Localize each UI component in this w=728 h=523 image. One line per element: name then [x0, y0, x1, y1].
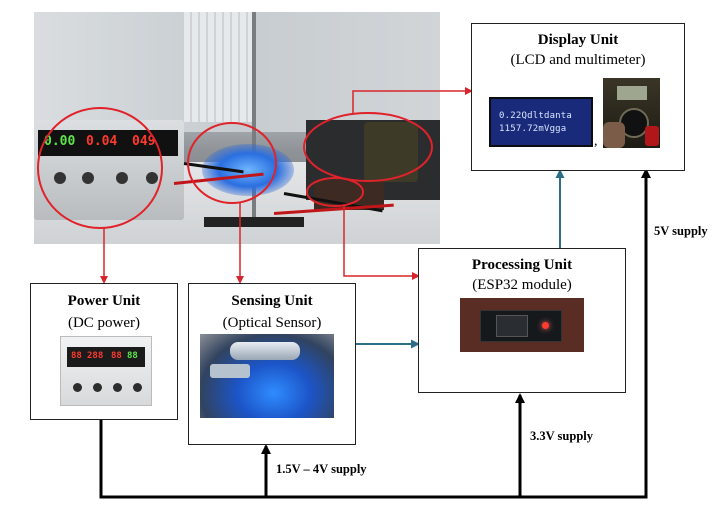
lcd-line-1: 0.22Qdltdanta: [499, 111, 573, 121]
photo-knob: [146, 172, 158, 184]
circle-display: [303, 112, 433, 182]
photo-readout-right: 049: [132, 134, 156, 149]
multimeter-probe: [645, 126, 659, 146]
dc-power-knob: [113, 383, 122, 392]
optical-sensor-image: [200, 334, 334, 418]
circle-power: [37, 107, 163, 229]
dc-power-panel: [67, 347, 145, 367]
photo-blue-glow: [202, 144, 294, 196]
photo-readout-mid: 0.04: [86, 134, 118, 149]
label-3v3-supply: 3.3V supply: [530, 429, 593, 443]
multimeter-screen: [617, 86, 647, 100]
photo-knob: [54, 172, 66, 184]
sensor-tube: [230, 342, 300, 360]
photo-window: [184, 12, 254, 122]
esp32-led: [542, 322, 549, 329]
sensing-unit-title: Sensing Unit: [231, 293, 313, 309]
sensing-unit-subtitle: (Optical Sensor): [222, 315, 322, 331]
label-5v-supply: 5V supply: [654, 224, 708, 238]
processing-unit-subtitle: (ESP32 module): [472, 277, 572, 293]
arrow-to-processing-unit: [343, 206, 420, 280]
dc-power-seg: 288: [87, 351, 104, 361]
photo-knob: [116, 172, 128, 184]
circle-sensor: [187, 122, 277, 204]
power-unit-subtitle: (DC power): [67, 315, 141, 331]
circle-processor: [306, 177, 364, 207]
supply-bus: [99, 171, 648, 499]
photo-knob: [82, 172, 94, 184]
multimeter-hand: [603, 122, 625, 148]
dc-power-image: 88 288 88 88: [60, 336, 152, 406]
display-unit-title: Display Unit: [537, 32, 619, 48]
photo-readout-left: 0.00: [44, 134, 76, 149]
lcd-line-2: 1157.72mVgga: [499, 124, 567, 134]
dc-power-knob: [93, 383, 102, 392]
dc-power-seg: 88: [71, 351, 82, 361]
lcd-image: 0.22Qdltdanta 1157.72mVgga: [489, 97, 593, 147]
dc-power-knob: [133, 383, 142, 392]
bench-photo: 0.00 0.04 049: [34, 12, 440, 244]
esp32-chip: [496, 315, 528, 337]
photo-multimeter: [364, 122, 418, 182]
dc-power-knob: [73, 383, 82, 392]
arrow-to-display-unit: [352, 87, 473, 113]
power-unit-title: Power Unit: [67, 293, 141, 309]
label-1v5-4v-supply: 1.5V – 4V supply: [276, 462, 367, 476]
dc-power-seg: 88: [111, 351, 122, 361]
photo-stand-base: [204, 217, 304, 227]
dc-power-seg: 88: [127, 351, 138, 361]
esp32-image: [460, 298, 584, 352]
display-unit-subtitle: (LCD and multimeter): [510, 52, 646, 68]
display-separator: ,: [594, 134, 598, 149]
photo-psu-display: [38, 130, 178, 156]
processing-unit-title: Processing Unit: [471, 257, 573, 273]
multimeter-image: [603, 78, 660, 148]
photo-lab-stand: [252, 12, 256, 227]
sensor-holder: [210, 364, 250, 378]
